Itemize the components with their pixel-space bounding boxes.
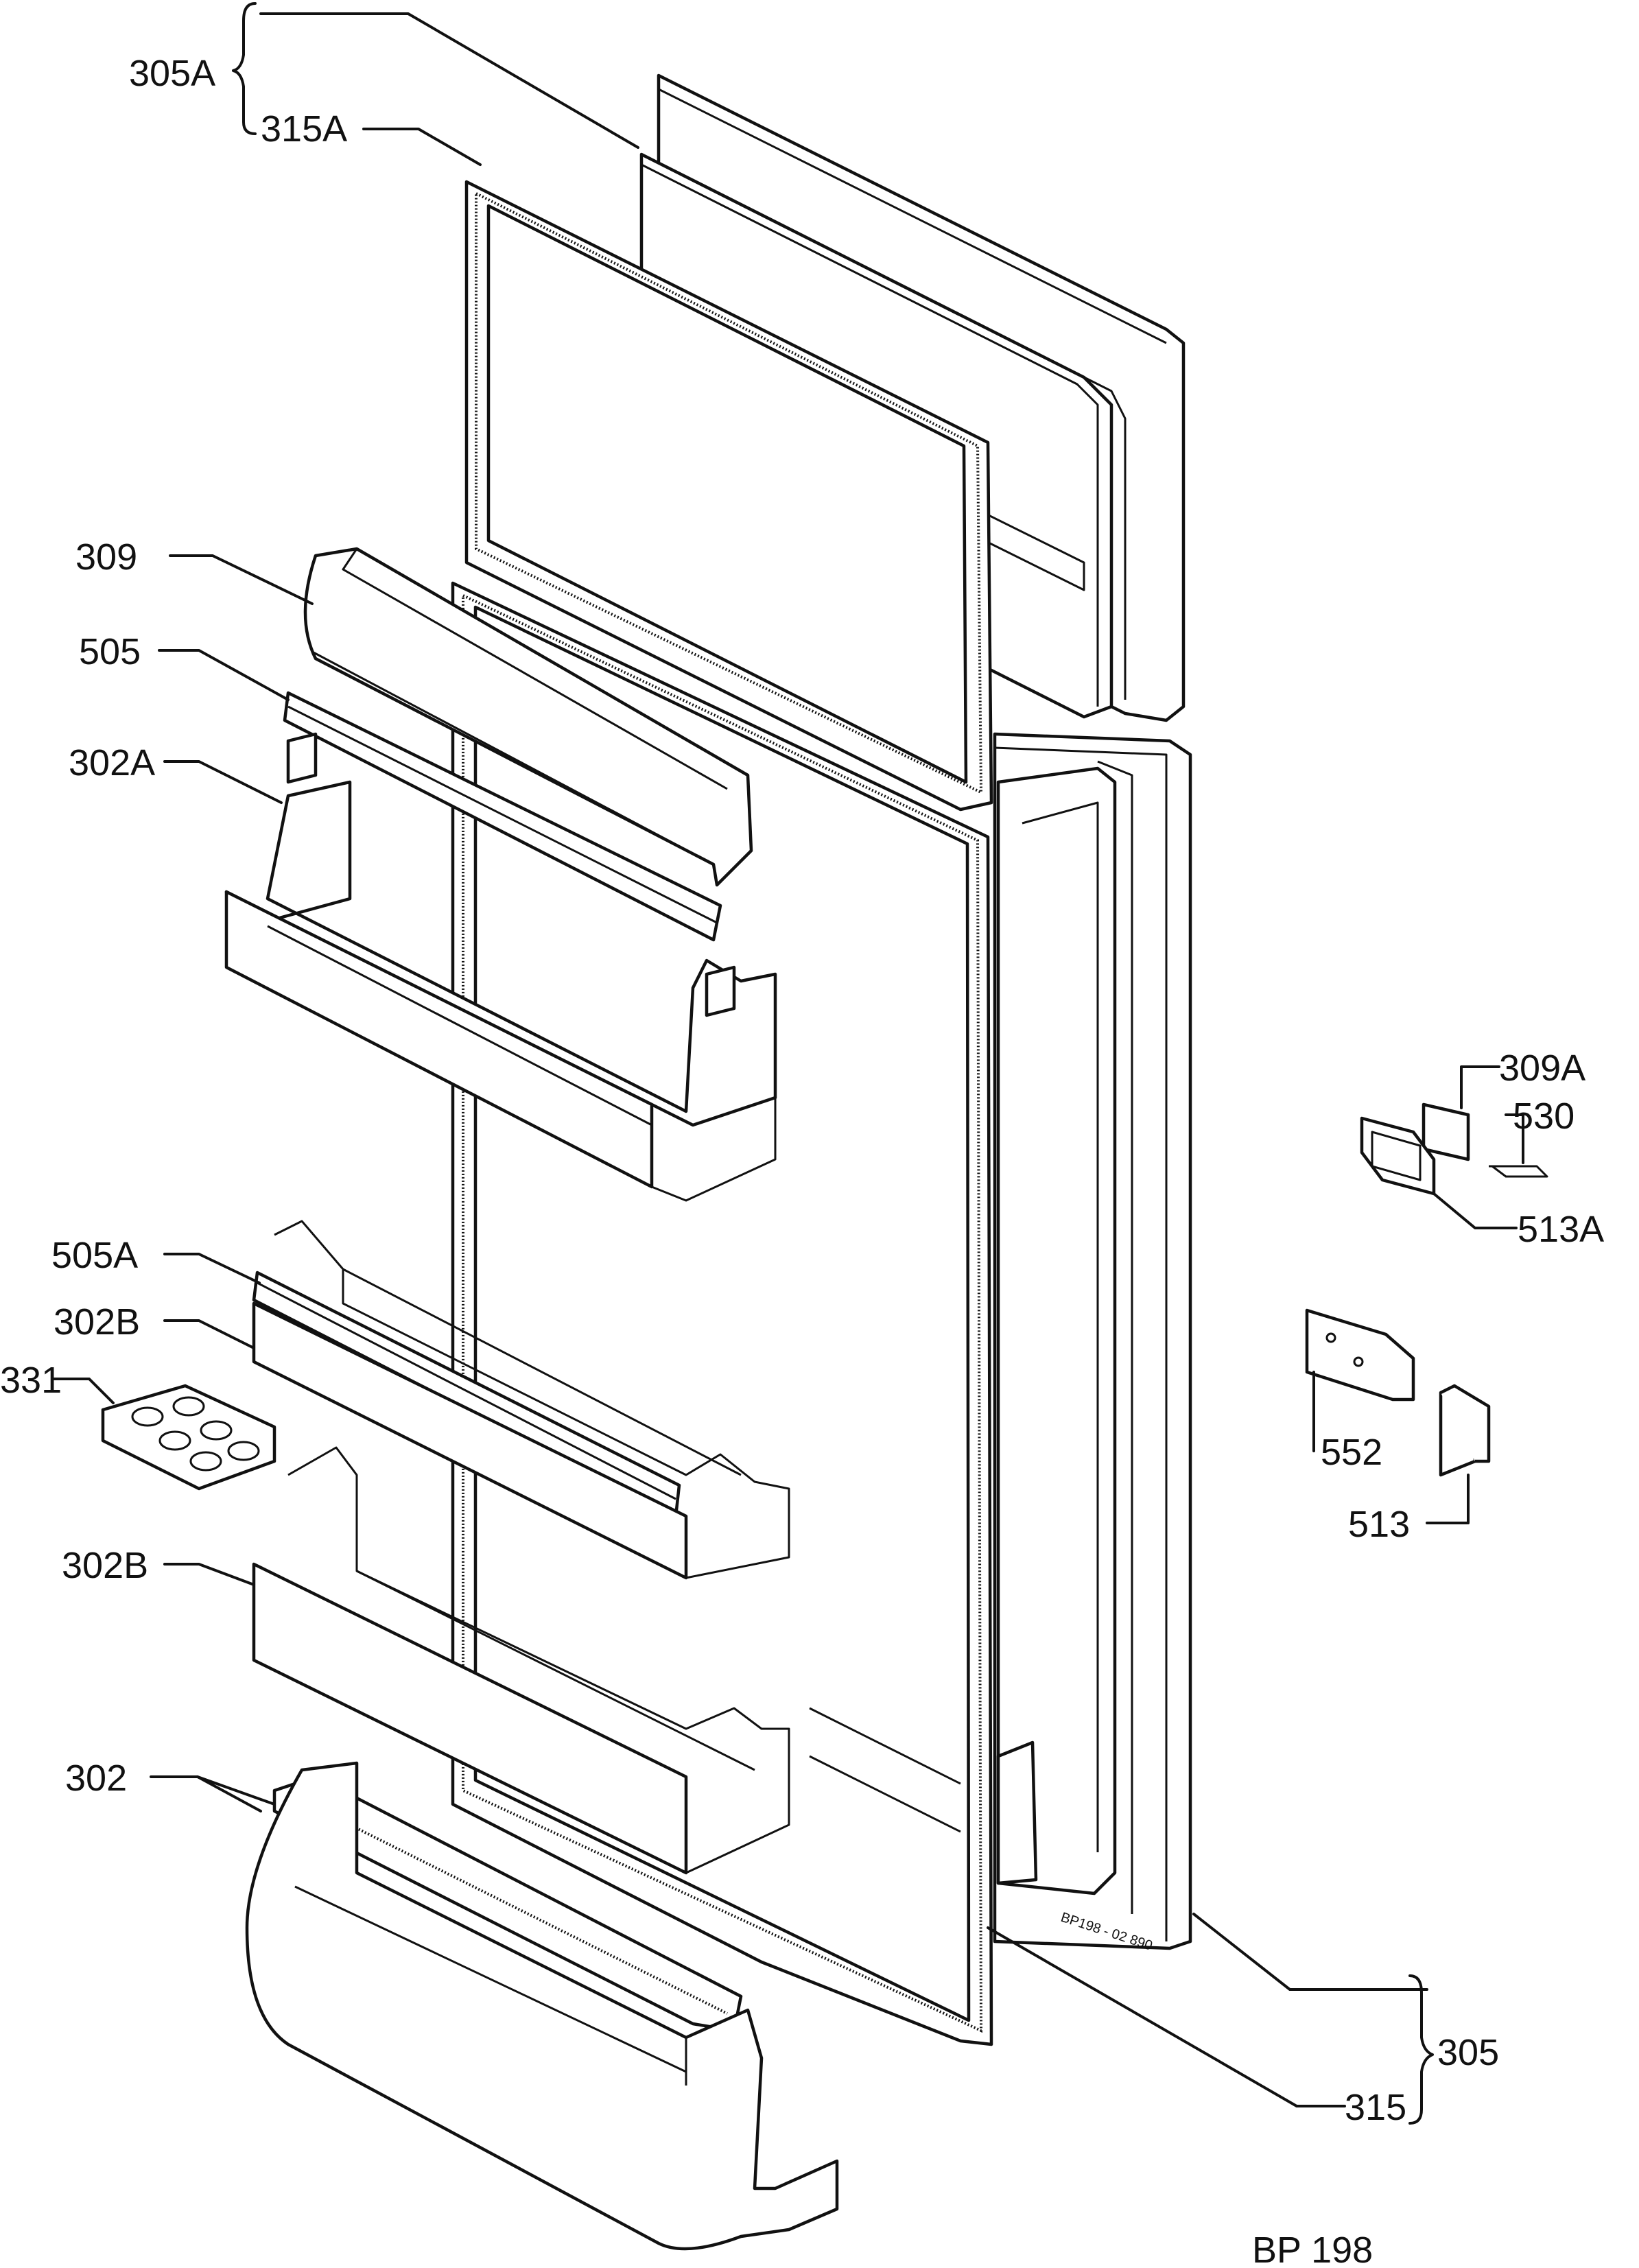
- hinge-pin-309a: [1422, 1102, 1470, 1161]
- drawing-reference: BP 198: [1252, 2230, 1373, 2268]
- clip-530: [1489, 1165, 1548, 1178]
- leader-lines: [52, 12, 1524, 2107]
- label-315: 315: [1345, 2087, 1406, 2128]
- label-513: 513: [1348, 1504, 1410, 1545]
- label-305a: 305A: [129, 53, 215, 94]
- label-315a: 315A: [261, 108, 347, 150]
- bottle-bar-505: [283, 691, 722, 942]
- label-302: 302: [65, 1758, 127, 1799]
- label-309a: 309A: [1499, 1048, 1585, 1089]
- label-513a: 513A: [1518, 1209, 1604, 1250]
- label-331: 331: [0, 1360, 62, 1401]
- brace-305-315: [1408, 1974, 1434, 2125]
- label-530: 530: [1513, 1096, 1575, 1137]
- label-302b-upper: 302B: [54, 1301, 140, 1343]
- label-309: 309: [75, 536, 137, 578]
- door-shelf-302b-lower: [252, 1446, 790, 1875]
- hinge-bracket-513: [1439, 1384, 1491, 1477]
- fridge-door-panel: [993, 732, 1192, 1950]
- label-305: 305: [1437, 2032, 1499, 2073]
- label-302a: 302A: [69, 742, 155, 783]
- label-552: 552: [1321, 1432, 1382, 1473]
- hinge-plate-552: [1305, 1308, 1415, 1402]
- bottle-shelf-302: [245, 1761, 839, 2251]
- label-302b-lower: 302B: [62, 1545, 148, 1586]
- door-shelf-302a: [224, 732, 777, 1202]
- egg-tray-331: [101, 1384, 276, 1491]
- freezer-gasket-315a: [464, 180, 993, 812]
- dairy-compartment-cover-309: [303, 547, 753, 887]
- label-505: 505: [79, 631, 141, 672]
- door-shelf-302b-upper: [252, 1220, 790, 1580]
- fridge-gasket-315: [451, 581, 993, 2046]
- brace-305a-315a: [232, 2, 257, 135]
- label-505a: 505A: [51, 1235, 138, 1276]
